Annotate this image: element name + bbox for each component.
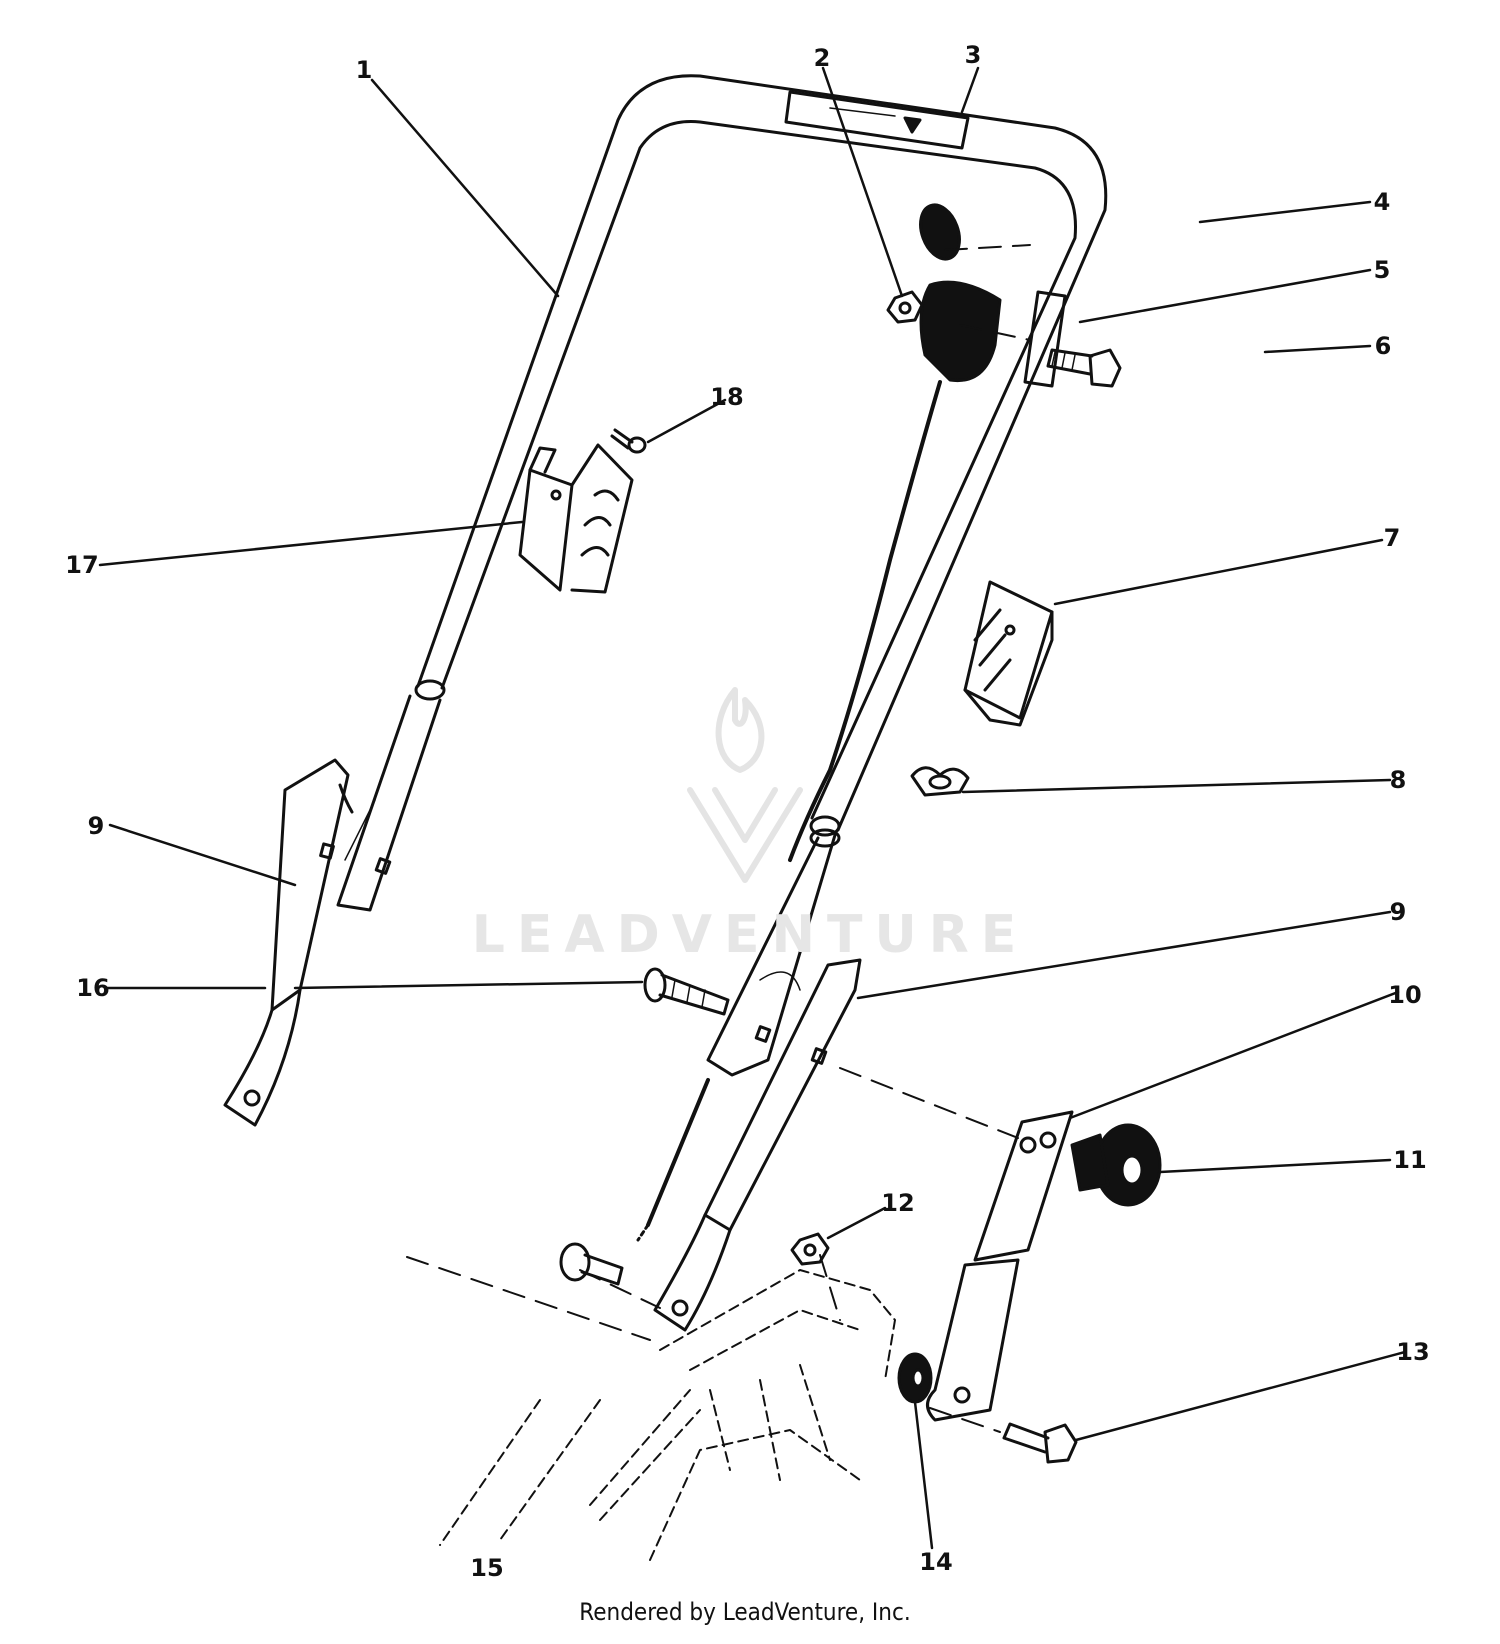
left-lower-handle [336, 694, 442, 912]
nut-2 [886, 290, 924, 324]
right-lower-handle [706, 828, 841, 1077]
callout-13: 13 [1396, 1338, 1430, 1366]
decal [784, 90, 970, 150]
callout-1: 1 [355, 56, 373, 84]
callout-11: 11 [1393, 1146, 1427, 1174]
screw-18 [610, 428, 647, 454]
callout-5: 5 [1373, 256, 1391, 284]
washer-14 [897, 1352, 933, 1404]
callout-9-left: 9 [87, 812, 105, 840]
callout-2: 2 [813, 44, 831, 72]
watermark-text: LEADVENTURE [471, 905, 1029, 965]
callout-12: 12 [881, 1189, 915, 1217]
right-bracket [653, 958, 862, 1332]
alignment-lines [406, 244, 1031, 1433]
leader-lines [98, 66, 1407, 1550]
bolt-13 [1002, 1422, 1078, 1464]
bolt-15 [559, 1242, 624, 1286]
watermark-logo [687, 687, 803, 883]
callout-4: 4 [1373, 188, 1391, 216]
callout-18: 18 [710, 383, 744, 411]
callout-14: 14 [919, 1548, 953, 1576]
callout-7: 7 [1383, 524, 1401, 552]
lower-bracket-10 [926, 1110, 1074, 1422]
render-credit: Rendered by LeadVenture, Inc. [579, 1598, 911, 1626]
callout-15: 15 [470, 1554, 504, 1582]
callout-16: 16 [76, 974, 110, 1002]
callout-10: 10 [1388, 981, 1422, 1009]
callout-9-right: 9 [1389, 898, 1407, 926]
wing-nut-8 [910, 766, 970, 797]
carriage-bolt-16 [643, 967, 730, 1016]
cable-guide-7 [963, 580, 1054, 727]
knob-11 [1070, 1123, 1162, 1207]
upper-handle [414, 74, 1108, 837]
mower-deck-phantom [439, 1269, 896, 1561]
nut-12 [790, 1232, 830, 1266]
cable-guide-17 [518, 443, 634, 594]
callout-8: 8 [1389, 766, 1407, 794]
left-bracket [223, 758, 354, 1127]
callout-3: 3 [964, 41, 982, 69]
throttle-control [636, 203, 1067, 1242]
bolt-6 [1046, 348, 1122, 388]
callout-17: 17 [65, 551, 99, 579]
callout-6: 6 [1374, 332, 1392, 360]
